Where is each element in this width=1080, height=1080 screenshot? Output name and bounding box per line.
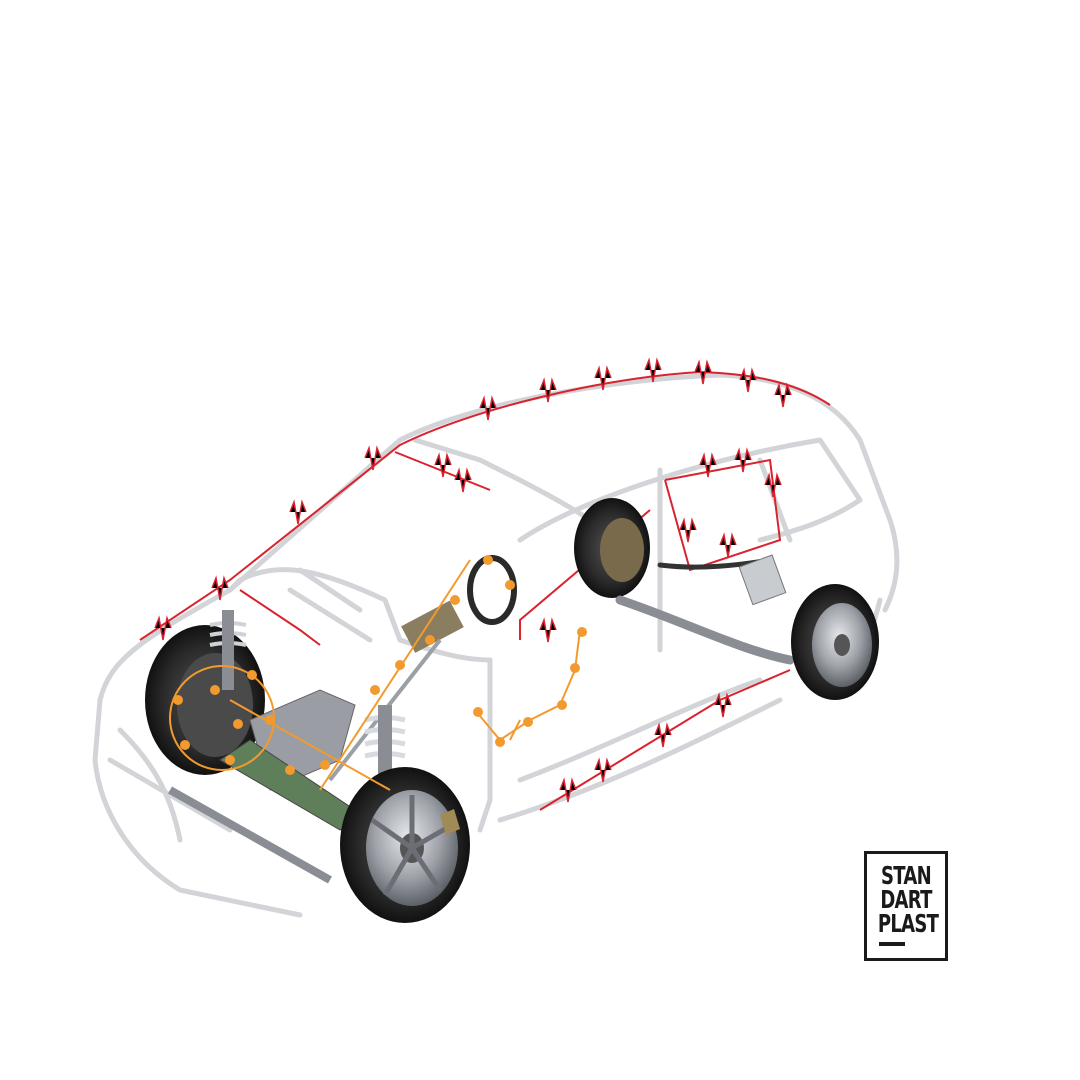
logo-line-1: STAN bbox=[881, 861, 932, 890]
brand-logo-text: STAN DART PLAST bbox=[877, 861, 939, 938]
rear-bracket bbox=[738, 554, 787, 606]
rear-near-wheel bbox=[791, 584, 879, 700]
logo-underline-bar bbox=[879, 942, 905, 946]
front-near-wheel bbox=[340, 767, 470, 923]
logo-line-2: DART bbox=[880, 885, 932, 914]
logo-line-3: PLAST bbox=[877, 909, 939, 938]
noise-markers bbox=[154, 357, 792, 803]
steering-column bbox=[328, 555, 517, 782]
rear-far-wheel bbox=[574, 498, 650, 598]
front-far-strut bbox=[209, 610, 247, 690]
brand-logo: STAN DART PLAST bbox=[864, 851, 948, 961]
vibration-markers bbox=[173, 555, 587, 775]
car-body-outline bbox=[92, 372, 900, 918]
